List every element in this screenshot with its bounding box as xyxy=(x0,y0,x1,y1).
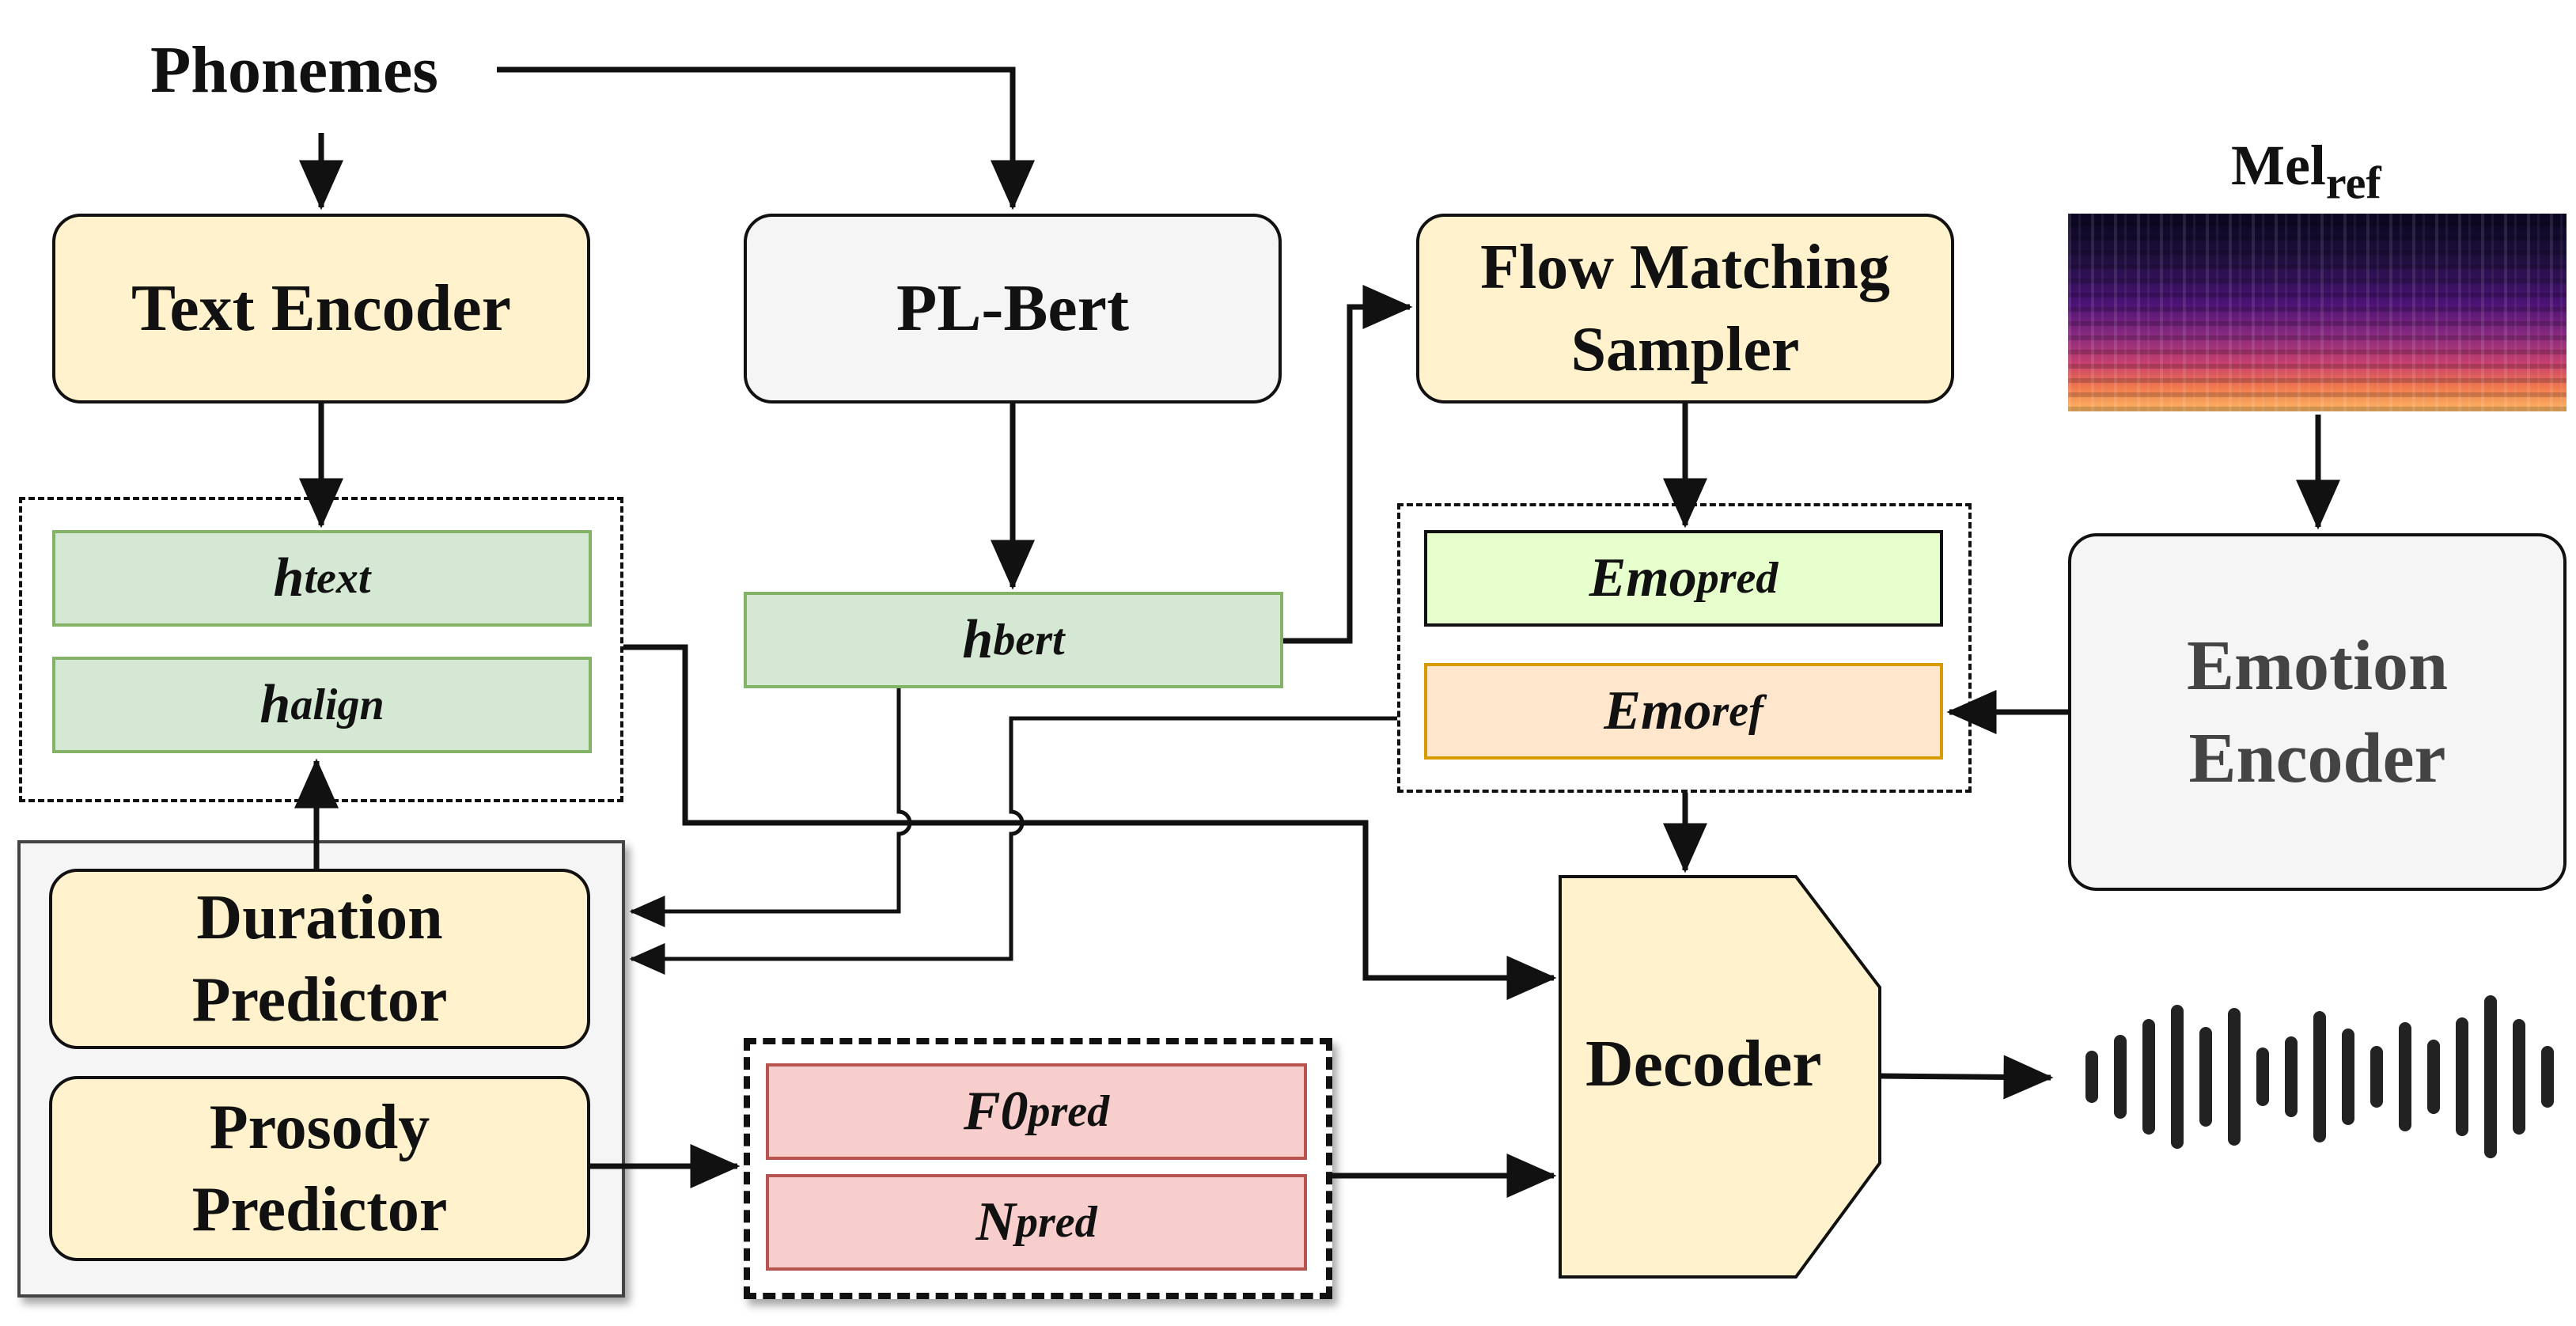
n-pred-base: N xyxy=(975,1192,1016,1252)
arrow-decoder-to-waveform xyxy=(1879,1055,2054,1100)
flow-sampler-line-2: Sampler xyxy=(1570,315,1800,385)
phonemes-label: Phonemes xyxy=(150,33,438,107)
text-encoder-label: Text Encoder xyxy=(131,271,511,346)
prosody-predictor-line-1: Prosody xyxy=(209,1093,430,1162)
mel-ref-base: Mel xyxy=(2231,134,2326,197)
mel-spectrogram-image xyxy=(2068,214,2567,411)
decoder-shape xyxy=(1559,875,1881,1279)
mel-ref-label: Melref xyxy=(2231,133,2381,206)
arrow-h-bert-to-duration-predictor xyxy=(629,688,912,927)
decoder-label: Decoder xyxy=(1585,1027,1822,1101)
arrow-phonemes-to-pl-bert xyxy=(497,66,1035,210)
emotion-encoder-line-2: Encoder xyxy=(2188,719,2446,797)
emo-pred-base: Emo xyxy=(1589,547,1697,608)
prosody-features-group xyxy=(744,1038,1332,1299)
flow-sampler-line-1: Flow Matching xyxy=(1480,233,1890,302)
text-encoder-box: Text Encoder xyxy=(52,214,590,403)
flow-matching-sampler-box: Flow Matching Sampler xyxy=(1416,214,1954,403)
duration-predictor-line-2: Predictor xyxy=(191,965,448,1035)
emotion-encoder-box: Emotion Encoder xyxy=(2068,533,2567,891)
duration-predictor-box: Duration Predictor xyxy=(49,869,590,1049)
arrow-emo-ref-to-duration-predictor xyxy=(629,716,1397,975)
h-align-base: h xyxy=(259,674,291,735)
prosody-predictor-box: Prosody Predictor xyxy=(49,1076,590,1261)
h-bert-base: h xyxy=(962,609,994,670)
audio-waveform-icon xyxy=(2085,995,2554,1158)
pl-bert-box: PL-Bert xyxy=(744,214,1282,403)
arrow-h-bert-to-flow-sampler xyxy=(1283,285,1413,644)
f0-pred-base: F0 xyxy=(963,1081,1029,1142)
mel-ref-sub: ref xyxy=(2325,157,2381,209)
emotion-encoder-line-1: Emotion xyxy=(2186,627,2449,705)
prosody-predictor-line-2: Predictor xyxy=(191,1175,448,1245)
duration-predictor-line-1: Duration xyxy=(196,883,443,953)
h-text-base: h xyxy=(273,547,305,608)
emo-ref-base: Emo xyxy=(1604,680,1712,741)
pl-bert-label: PL-Bert xyxy=(896,271,1129,346)
arrow-text-group-to-decoder xyxy=(623,644,1557,1000)
